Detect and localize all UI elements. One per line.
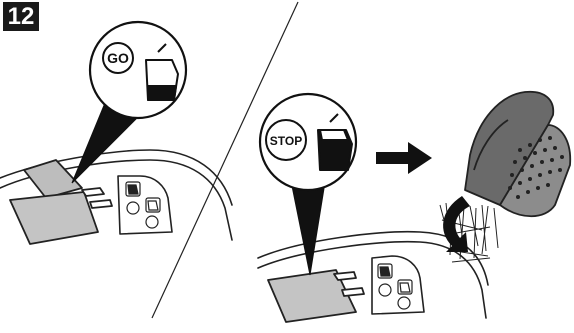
right-arrow-icon [376, 142, 432, 174]
stop-label: STOP [270, 134, 302, 148]
dust-container-icon [465, 92, 570, 217]
right-flap-closed [268, 270, 364, 322]
left-flap-open [10, 160, 112, 244]
go-label: GO [107, 50, 129, 66]
